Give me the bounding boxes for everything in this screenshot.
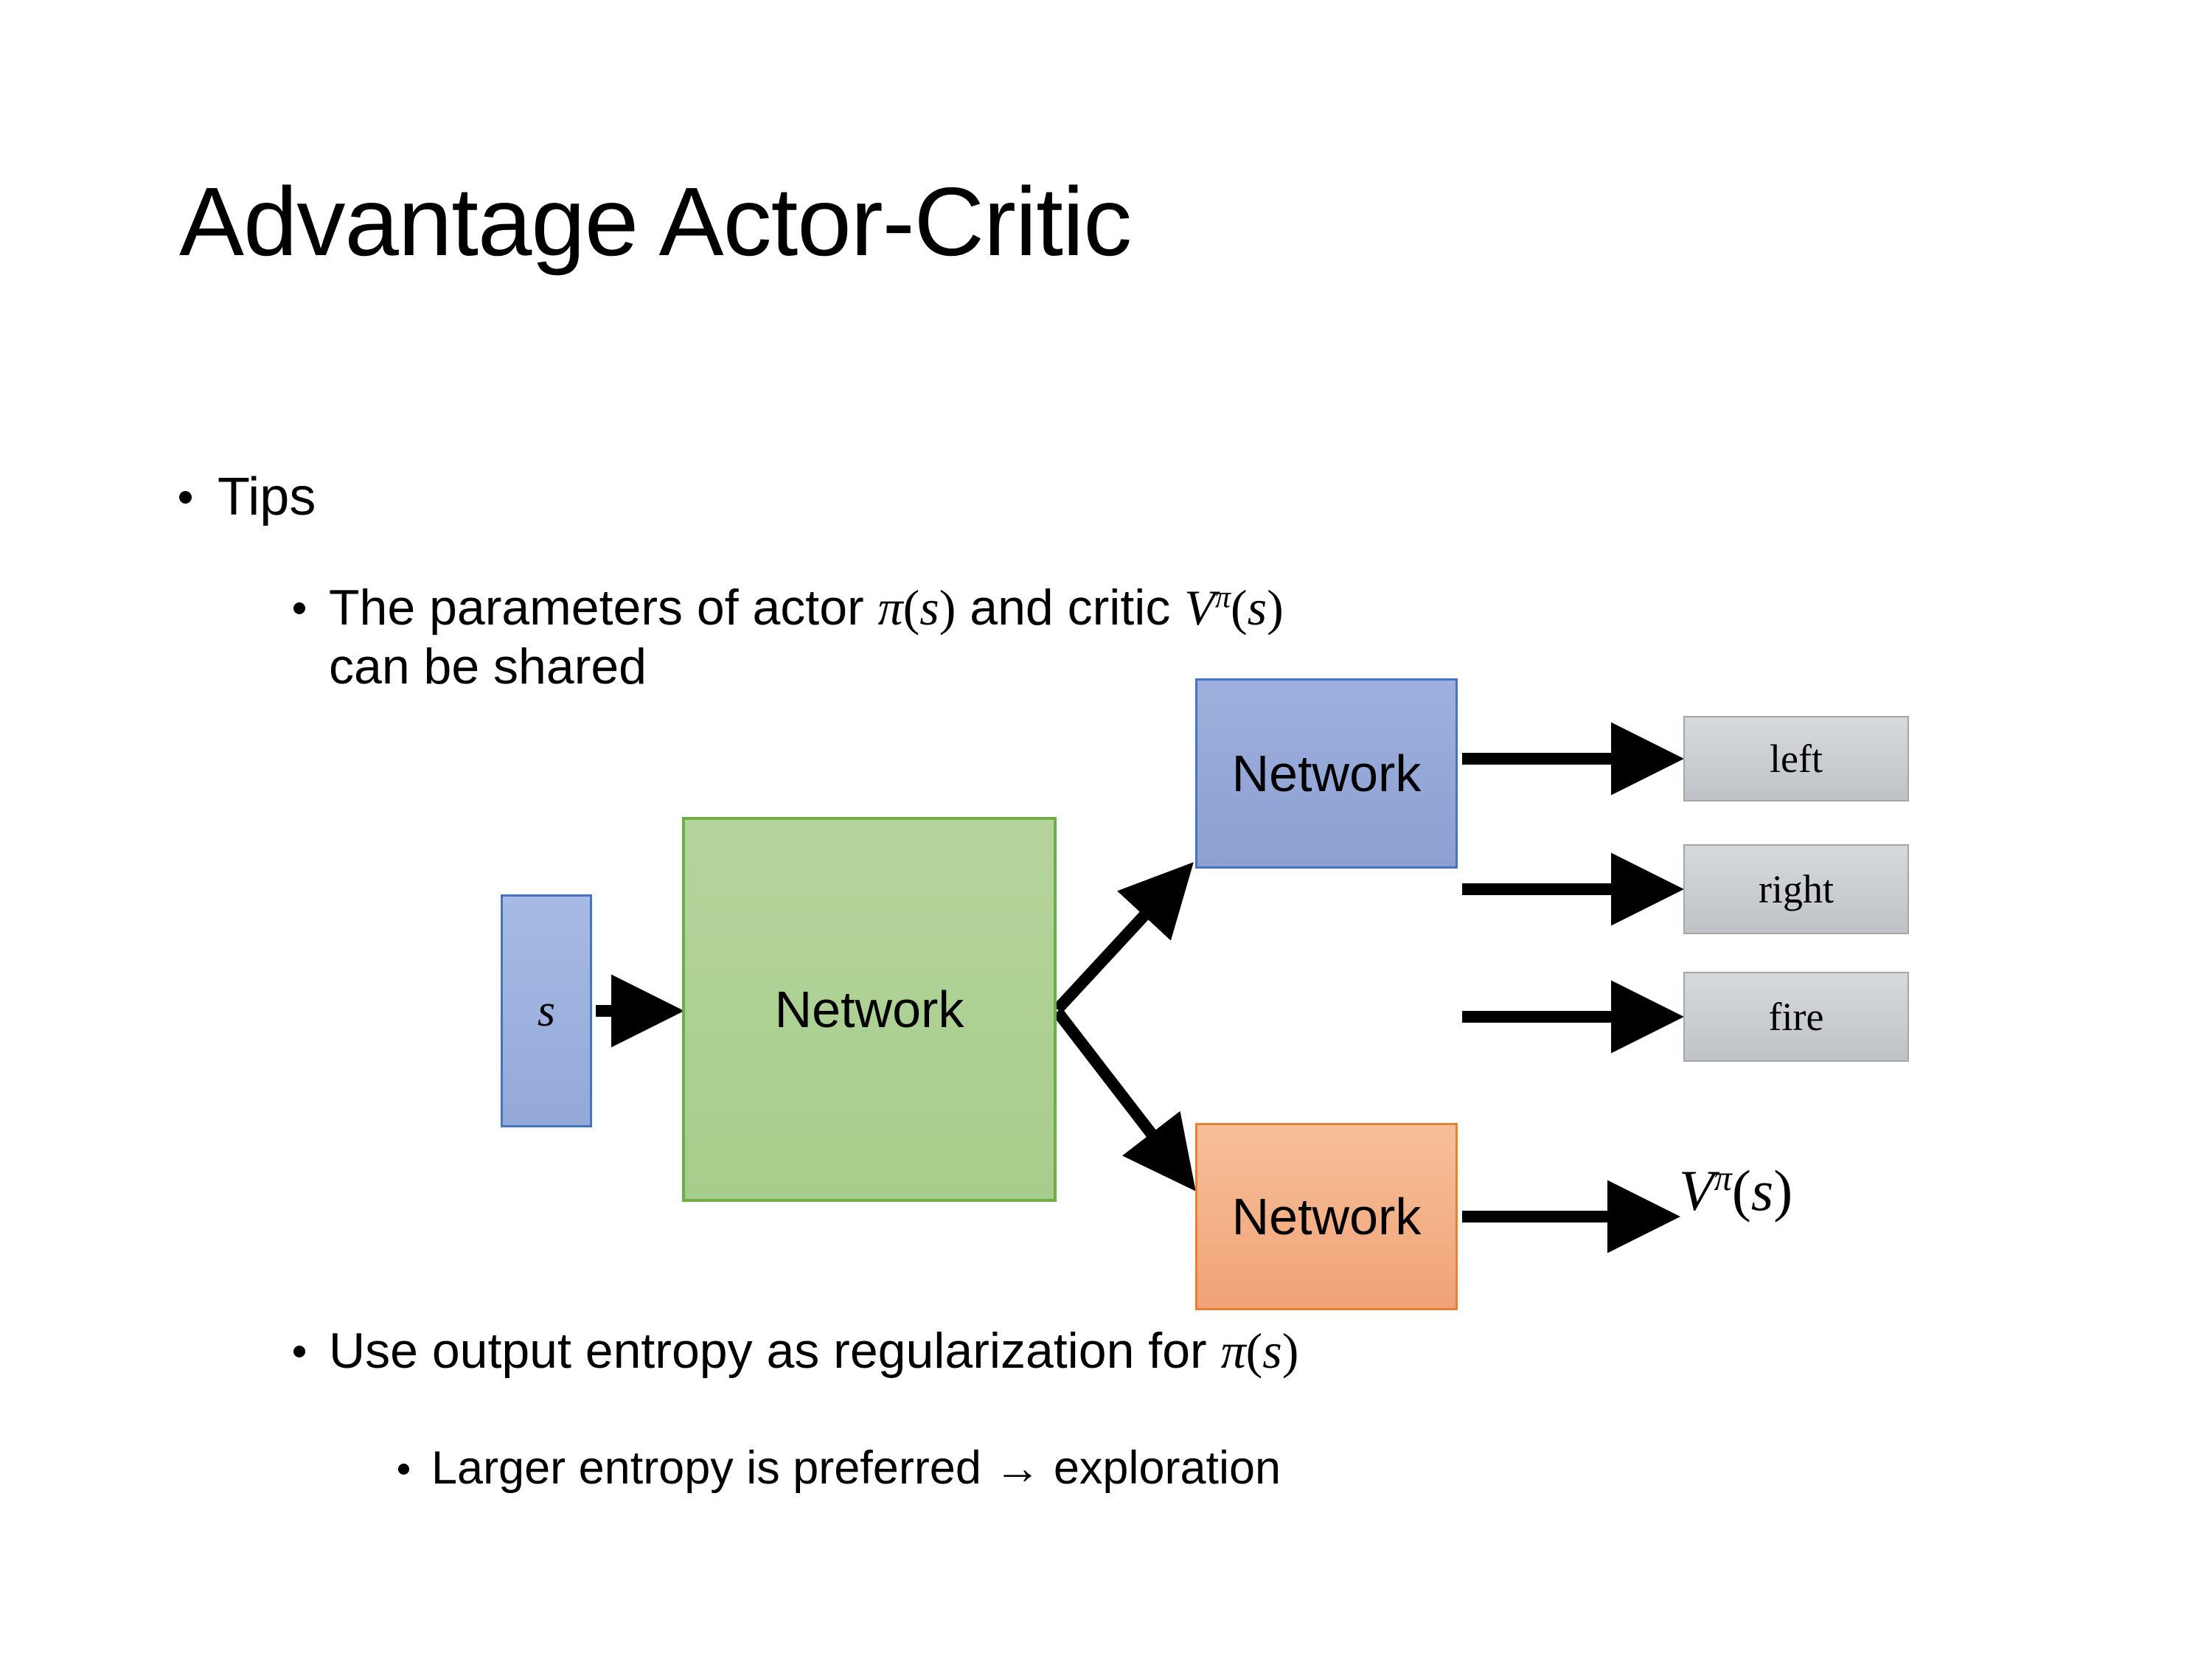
paren-open: ( [1245, 1323, 1263, 1379]
bullet-exploration-label: Larger entropy is preferred → exploratio… [431, 1442, 1281, 1494]
pi-symbol: π [877, 580, 903, 636]
paren-open: ( [902, 580, 920, 636]
value-symbol: V [1679, 1158, 1714, 1222]
action-output-right: right [1683, 844, 1909, 934]
actor-network-label: Network [1231, 745, 1422, 802]
paren-close: ) [1281, 1323, 1299, 1379]
bullet-entropy-text: Use output entropy as regularization for… [329, 1322, 2063, 1381]
action-output-fire: fire [1683, 972, 1909, 1062]
entropy-text: Use output entropy as regularization for [329, 1323, 1221, 1379]
value-symbol: V [1184, 580, 1215, 636]
pi-superscript: π [1214, 580, 1231, 615]
shared-params-text-b: and critic [956, 580, 1185, 636]
paren-open: ( [1731, 1158, 1751, 1222]
bullet-entropy-regularization: Use output entropy as regularization for… [293, 1322, 2063, 1381]
action-label: left [1770, 737, 1823, 781]
paren-open: ( [1230, 580, 1248, 636]
pi-superscript: π [1714, 1159, 1732, 1198]
critic-network-box: Network [1195, 1123, 1458, 1310]
bullet-dot-icon [398, 1441, 431, 1475]
bullet-shared-parameters: The parameters of actor π(s) and critic … [293, 579, 2011, 696]
shared-network-box: Network [682, 817, 1057, 1202]
bullet-dot-icon [179, 466, 218, 504]
critic-network-label: Network [1231, 1188, 1422, 1245]
paren-close: ) [1267, 580, 1284, 636]
bullet-dot-icon [293, 579, 329, 614]
action-output-left: left [1683, 716, 1909, 801]
bullet-tips: Tips [179, 466, 1064, 529]
shared-network-label: Network [774, 981, 964, 1038]
paren-close: ) [1773, 1158, 1793, 1222]
shared-params-text-a: The parameters of actor [329, 580, 878, 636]
bullet-tips-label: Tips [218, 467, 316, 526]
arrow-shared-to-actor [1053, 862, 1194, 1014]
arrow-shared-to-critic [1052, 1008, 1196, 1192]
state-input-label: s [537, 985, 556, 1036]
state-symbol: s [1750, 1158, 1774, 1222]
page-title: Advantage Actor-Critic [179, 167, 1132, 276]
bullet-dot-icon [293, 1322, 329, 1357]
bullet-shared-parameters-text: The parameters of actor π(s) and critic … [329, 579, 2011, 696]
state-symbol: s [1262, 1323, 1282, 1379]
state-symbol: s [1247, 580, 1267, 636]
state-input-box: s [501, 894, 592, 1127]
actor-network-box: Network [1195, 678, 1458, 869]
shared-params-line2: can be shared [329, 638, 647, 695]
action-label: fire [1768, 995, 1824, 1039]
critic-value-output-label: Vπ(s) [1679, 1158, 1792, 1224]
paren-close: ) [939, 580, 956, 636]
pi-symbol: π [1220, 1323, 1246, 1379]
bullet-exploration: Larger entropy is preferred → exploratio… [398, 1441, 2168, 1496]
state-symbol: s [919, 580, 939, 636]
action-label: right [1759, 867, 1834, 911]
